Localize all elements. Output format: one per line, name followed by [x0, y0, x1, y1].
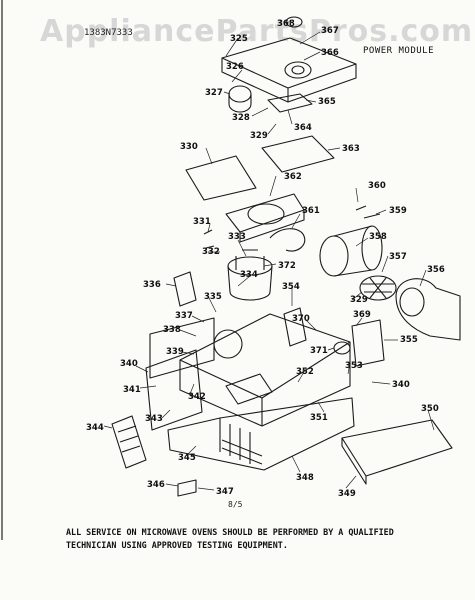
part-label: 368 [277, 19, 295, 29]
part-label: 333 [228, 232, 246, 242]
part-label: 365 [318, 97, 336, 107]
part-label: 357 [389, 252, 407, 262]
part-label: 348 [296, 473, 314, 483]
part-label: 360 [368, 181, 386, 191]
watermark: AppliancePartsPros.com [40, 14, 474, 49]
part-label: 337 [175, 311, 193, 321]
part-label: 335 [204, 292, 222, 302]
part-label: 354 [282, 282, 300, 292]
blower-housing-356 [395, 278, 461, 341]
part-label: 332 [202, 247, 220, 257]
part-label: 338 [163, 325, 181, 335]
part-label: 347 [216, 487, 234, 497]
panel-340 [145, 349, 203, 431]
switch-344 [111, 415, 147, 469]
part-label: 334 [240, 270, 258, 280]
screw-359 [355, 205, 381, 219]
bracket-354 [283, 307, 307, 347]
part-label: 351 [310, 413, 328, 423]
part-label: 339 [166, 347, 184, 357]
part-label: 372 [278, 261, 296, 271]
part-label: 370 [292, 314, 310, 324]
part-label: 350 [421, 404, 439, 414]
part-label: 363 [342, 144, 360, 154]
part-label: 364 [294, 123, 312, 133]
part-label: 327 [205, 88, 223, 98]
fan-bracket-362 [225, 193, 305, 233]
base-348 [167, 397, 355, 471]
control-module-knob [284, 61, 312, 79]
part-label: 328 [232, 113, 250, 123]
page-number: 8/5 [228, 500, 243, 509]
part-label: 330 [180, 142, 198, 152]
part-label: 329 [350, 295, 368, 305]
part-label: 343 [145, 414, 163, 424]
chassis-port [213, 329, 243, 359]
blower-motor-358 [319, 235, 349, 277]
part-label: 355 [400, 335, 418, 345]
part-label: 361 [302, 206, 320, 216]
part-label: 353 [345, 361, 363, 371]
part-label: 371 [310, 346, 328, 356]
service-notice: ALL SERVICE ON MICROWAVE OVENS SHOULD BE… [66, 526, 466, 552]
small-motor [228, 85, 252, 103]
plate-330 [185, 155, 257, 201]
part-label: 340 [120, 359, 138, 369]
part-label: 342 [188, 392, 206, 402]
part-label: 369 [353, 310, 371, 320]
service-notice-line-2: TECHNICIAN USING APPROVED TESTING EQUIPM… [66, 540, 288, 550]
bracket-365 [267, 93, 313, 113]
part-label: 358 [369, 232, 387, 242]
part-label: 329 [250, 131, 268, 141]
part-label: 349 [338, 489, 356, 499]
model-number: 1383N7333 [84, 28, 133, 38]
side-panel-338 [149, 317, 215, 379]
part-label: 366 [321, 48, 339, 58]
part-label: 336 [143, 280, 161, 290]
part-label: 345 [178, 453, 196, 463]
part-label: 362 [284, 172, 302, 182]
capacitor-336 [173, 271, 197, 307]
part-label: 356 [427, 265, 445, 275]
part-label: 367 [321, 26, 339, 36]
part-label: 344 [86, 423, 104, 433]
part-label: 352 [296, 367, 314, 377]
part-label: 331 [193, 217, 211, 227]
part-label: 325 [230, 34, 248, 44]
module-title: POWER MODULE [363, 46, 435, 56]
wire-harness-361 [269, 228, 306, 252]
plate-363 [261, 135, 335, 173]
part-label: 340 [392, 380, 410, 390]
part-label: 359 [389, 206, 407, 216]
screw-331 [203, 229, 215, 249]
scan-edge-mark [0, 0, 6, 600]
chassis-body [179, 313, 351, 427]
part-label: 326 [226, 62, 244, 72]
bracket-355 [351, 319, 385, 367]
part-label: 341 [123, 385, 141, 395]
tray-349 [341, 419, 453, 477]
screw-346 [177, 479, 197, 497]
blower-wheel-357 [359, 275, 397, 301]
part-label: 346 [147, 480, 165, 490]
service-notice-line-1: ALL SERVICE ON MICROWAVE OVENS SHOULD BE… [66, 527, 394, 537]
